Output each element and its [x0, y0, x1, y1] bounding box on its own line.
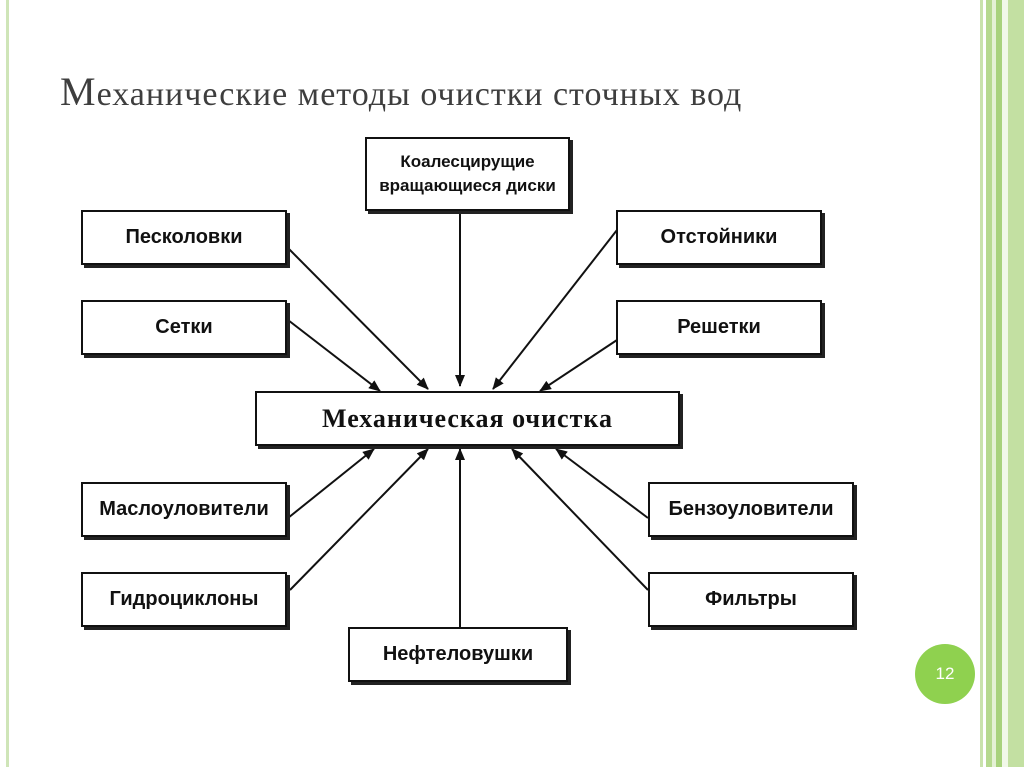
title-initial: М: [60, 69, 97, 114]
node-gasoline-traps: Бензоуловители: [648, 482, 854, 537]
arrow-gasoline-traps: [555, 448, 649, 519]
node-grates: Решетки: [616, 300, 822, 355]
node-coalescing-discs: Коалесцирущие вращающиеся диски: [365, 137, 570, 211]
left-frame-line: [6, 0, 9, 767]
node-mechanical-cleaning: Механическая очистка: [255, 391, 680, 446]
arrow-grates: [539, 339, 618, 392]
arrow-nets: [287, 319, 381, 392]
arrow-filters: [511, 448, 649, 591]
arrow-sand-traps: [284, 244, 429, 390]
arrow-hydrocyclones: [289, 448, 429, 591]
page-number-badge: 12: [915, 644, 975, 704]
node-hydrocyclones: Гидроциклоны: [81, 572, 287, 627]
arrow-settlers: [492, 229, 618, 390]
arrow-oil-traps: [287, 448, 375, 519]
title-rest: еханические методы очистки сточных вод: [96, 76, 743, 113]
node-nets: Сетки: [81, 300, 287, 355]
node-oil-traps: Маслоуловители: [81, 482, 287, 537]
node-sand-traps: Песколовки: [81, 210, 287, 265]
right-frame-stripes: [978, 0, 1024, 767]
node-settlers: Отстойники: [616, 210, 822, 265]
slide-title: Механические методы очистки сточных вод: [60, 68, 960, 115]
node-petroleum-traps: Нефтеловушки: [348, 627, 568, 682]
node-filters: Фильтры: [648, 572, 854, 627]
page-number: 12: [935, 664, 955, 683]
